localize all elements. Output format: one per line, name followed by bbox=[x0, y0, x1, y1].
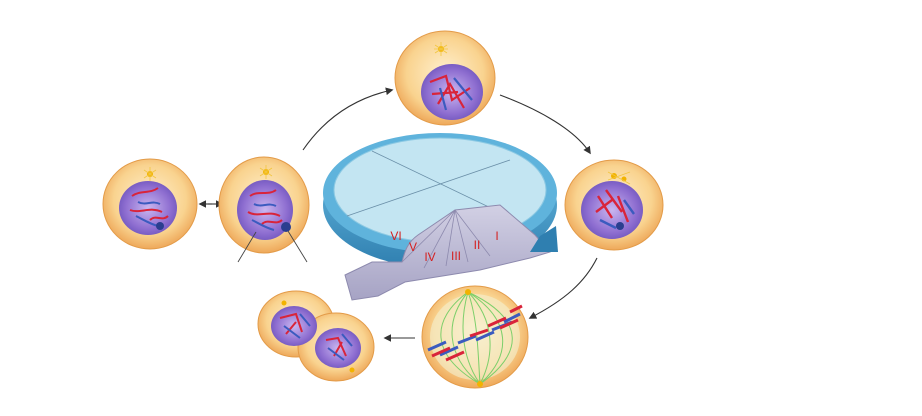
nucleus-icon bbox=[581, 181, 643, 239]
cell-icon bbox=[564, 159, 664, 251]
nucleus-icon bbox=[271, 306, 317, 346]
arrow-to-top bbox=[302, 87, 394, 151]
centrosome-icon bbox=[143, 167, 157, 181]
centrosome-icon bbox=[259, 165, 273, 179]
cell-icon bbox=[102, 158, 198, 250]
phase-sector: VI V IV III II I bbox=[344, 204, 558, 301]
chromosome-icon bbox=[129, 187, 169, 221]
phase-label-i: I bbox=[495, 229, 498, 243]
chromosome-icon bbox=[427, 312, 521, 357]
centrosome-icon bbox=[434, 42, 448, 56]
nucleus-icon bbox=[119, 181, 177, 235]
arrow-to-right bbox=[499, 94, 591, 155]
cell-icon bbox=[218, 156, 310, 263]
centrosome-icon bbox=[465, 289, 471, 295]
phase-label-v: V bbox=[409, 240, 417, 254]
phase-label-ii: II bbox=[474, 238, 481, 252]
phase-label-iii: III bbox=[451, 249, 461, 263]
cycle-arrow-icon bbox=[530, 226, 558, 252]
cell-icon bbox=[394, 30, 496, 126]
cell-icon bbox=[421, 285, 529, 389]
chromosome-icon bbox=[279, 312, 347, 357]
spindle-icon bbox=[440, 291, 513, 385]
arrow-to-bottom-right bbox=[528, 257, 598, 319]
phase-label-iv: IV bbox=[424, 250, 435, 264]
phase-label-vi: VI bbox=[390, 229, 401, 243]
chromosome-icon bbox=[595, 189, 630, 223]
centrosome-icon bbox=[607, 171, 631, 185]
cell-icon bbox=[257, 290, 375, 382]
chromosome-icon bbox=[247, 189, 283, 225]
